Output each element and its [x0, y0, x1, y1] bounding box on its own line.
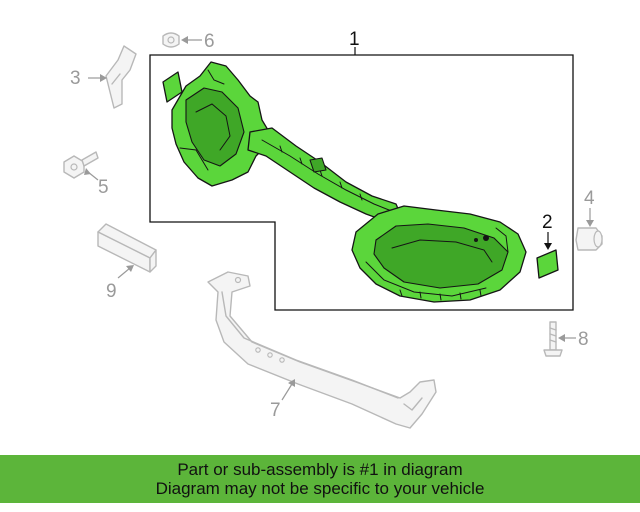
assembly-boundary-box [149, 54, 574, 311]
pad-right-part [536, 249, 559, 279]
callout-9-arrow [126, 265, 134, 272]
parts-diagram: 1 2 3 [63, 29, 603, 429]
callout-4-arrow [586, 220, 594, 227]
callout-9-label: 9 [106, 281, 117, 302]
info-banner: Part or sub-assembly is #1 in diagram Di… [0, 455, 640, 503]
bolt-part-5 [63, 151, 99, 179]
banner-line-1: Part or sub-assembly is #1 in diagram [177, 460, 463, 479]
tie-bar-part-7 [207, 271, 437, 429]
callout-3-label: 3 [70, 68, 81, 89]
callout-2-label: 2 [542, 212, 553, 233]
callout-1-label: 1 [349, 29, 360, 50]
callout-6-arrow [181, 36, 188, 44]
callout-2-arrow [544, 243, 552, 250]
radiator-support-carrier-part [171, 61, 527, 303]
callout-4-label: 4 [584, 188, 595, 209]
banner-line-2: Diagram may not be specific to your vehi… [155, 479, 485, 498]
bolt-part-8 [543, 321, 563, 357]
callout-5-label: 5 [98, 177, 109, 198]
callout-8-arrow [558, 334, 565, 342]
callout-8-label: 8 [578, 329, 589, 350]
callout-7-arrow [288, 379, 295, 387]
callout-9-leader [117, 267, 131, 279]
grommet-part-4 [575, 227, 603, 251]
callout-5-arrow [84, 168, 91, 175]
callout-3-arrow [100, 74, 107, 82]
callout-7-leader [281, 383, 293, 401]
clip-part-6 [162, 32, 180, 48]
callout-7-label: 7 [270, 400, 281, 421]
bracket-part-3 [105, 45, 137, 109]
sensor-part-9 [97, 223, 157, 273]
callout-6-label: 6 [204, 31, 215, 52]
